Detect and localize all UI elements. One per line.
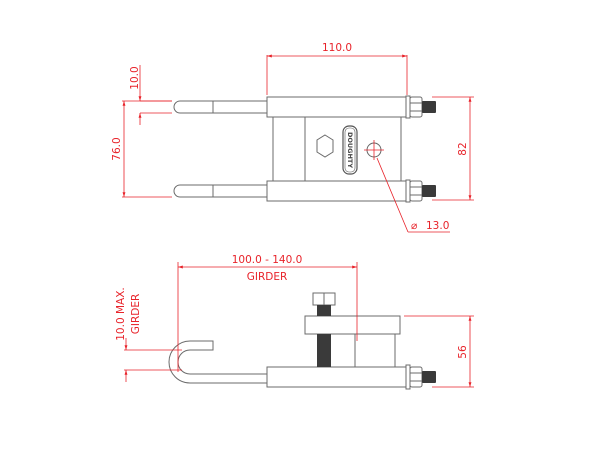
bottom-hook-rod: [173, 184, 269, 198]
dim-label-56: 56: [457, 345, 469, 359]
dim-label-82: 82: [457, 142, 469, 155]
bottom-nut-assembly: [405, 179, 436, 203]
dimension-overall-height-side: 56: [404, 315, 474, 388]
top-view: DOUGHTY 110.0: [111, 42, 474, 233]
top-cross-bar: [266, 96, 408, 118]
dim-label-girder: GIRDER: [247, 271, 288, 283]
dim-label-110: 110.0: [322, 42, 352, 54]
side-clamp-spacer: [354, 333, 396, 368]
dimension-rod-diameter: 10.0: [129, 65, 172, 125]
side-base-bar: [266, 366, 408, 388]
dimension-hole-diameter: ⌀ 13.0: [376, 157, 450, 233]
bottom-cross-bar: [266, 180, 408, 202]
doughty-logo-badge: DOUGHTY: [342, 125, 358, 175]
dim-label-10-max: 10.0 MAX.: [115, 287, 127, 341]
dimension-rod-spacing: 76.0: [111, 100, 172, 198]
side-clamp-plate: [304, 315, 401, 335]
dim-label-girder-flange: GIRDER: [130, 294, 142, 335]
dimension-overall-width: 110.0: [266, 42, 408, 95]
hex-bolt-head-icon: [316, 134, 334, 158]
mounting-hole-icon: [364, 140, 384, 160]
brand-label: DOUGHTY: [346, 132, 354, 168]
top-hook-rod: [173, 100, 269, 114]
dim-hole-symbol: ⌀: [411, 220, 417, 232]
side-view: 100.0 - 140.0 GIRDER 10.0 MAX. GIRDER 56: [115, 254, 474, 390]
dimension-flange-thickness: 10.0 MAX. GIRDER: [115, 287, 182, 382]
j-hook: [168, 340, 267, 384]
dimension-girder-range: 100.0 - 140.0 GIRDER: [177, 254, 358, 372]
dimension-overall-height-top: 82: [432, 96, 474, 201]
side-nut-assembly: [405, 364, 436, 390]
top-nut-assembly: [405, 95, 436, 119]
dim-label-76: 76.0: [111, 137, 123, 160]
dim-label-girder-range: 100.0 - 140.0: [232, 254, 303, 266]
dim-label-10: 10.0: [129, 66, 141, 89]
clamp-body: [272, 116, 402, 182]
clamp-screw: [312, 292, 336, 367]
dim-label-13: 13.0: [426, 220, 449, 232]
